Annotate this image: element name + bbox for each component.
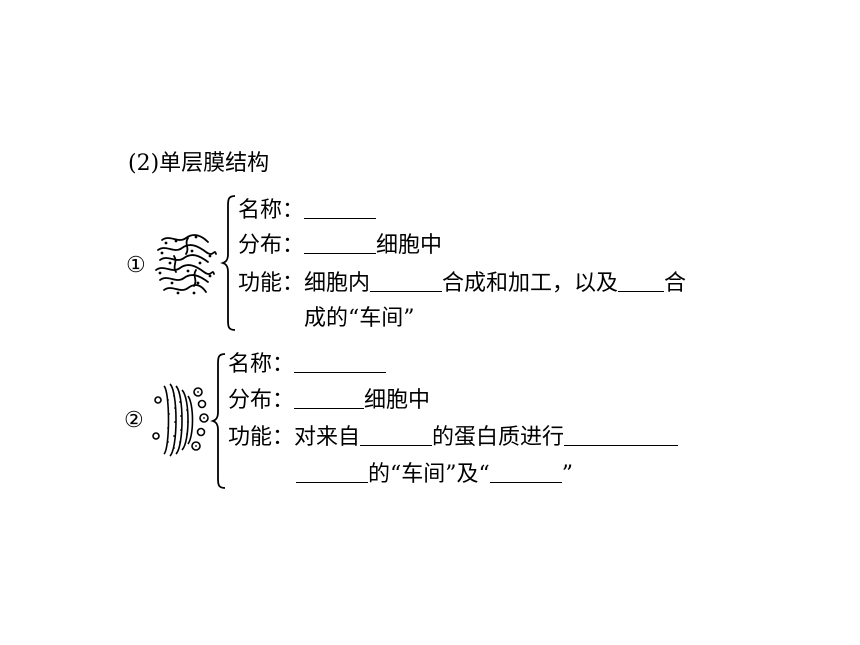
item-1-function-text-a: 细胞内 — [304, 271, 371, 296]
item-2-function-blank-3[interactable] — [296, 462, 368, 483]
item-1-brace — [220, 195, 236, 331]
item-2-function-blank-4[interactable] — [489, 462, 562, 483]
item-1-function-blank-1[interactable] — [370, 271, 443, 292]
item-1-name-blank[interactable] — [304, 198, 377, 219]
item-1-function-blank-2[interactable] — [618, 271, 665, 292]
item-1-function-label: 功能： — [238, 271, 305, 296]
item-1-function-continuation: 成的“车间” — [304, 306, 415, 331]
item-1-function-text-c: 合 — [664, 271, 687, 296]
item-2-function-label: 功能： — [228, 425, 295, 450]
item-1-number: ① — [126, 253, 146, 278]
item-2-function-blank-1[interactable] — [360, 425, 433, 446]
section-title: (2)单层膜结构 — [128, 151, 270, 176]
item-2-function-text-a: 对来自 — [294, 425, 361, 450]
item-2-function-row: 功能：对来自 的蛋白质进行 — [228, 425, 679, 451]
item-2-function-blank-2[interactable] — [564, 425, 679, 446]
item-2-distribution-suffix: 细胞中 — [364, 388, 431, 413]
item-2-name-row: 名称： — [228, 352, 387, 378]
item-2-brace — [210, 353, 226, 489]
item-2-function-text-d: ” — [561, 462, 573, 487]
item-2-function-continuation: 的“车间”及“ ” — [296, 462, 573, 488]
item-2-distribution-row: 分布： 细胞中 — [228, 388, 430, 414]
item-2-function-text-c: 的“车间”及“ — [368, 462, 490, 487]
item-2-name-label: 名称： — [228, 352, 295, 377]
item-1-distribution-blank[interactable] — [304, 233, 377, 254]
endoplasmic-reticulum-icon — [155, 234, 217, 295]
item-1-distribution-suffix: 细胞中 — [376, 233, 443, 258]
item-2-function-text-b: 的蛋白质进行 — [432, 425, 565, 450]
item-2-name-blank[interactable] — [294, 352, 387, 373]
item-2-number: ② — [124, 408, 144, 433]
item-1-distribution-label: 分布： — [238, 233, 305, 258]
item-2-distribution-blank[interactable] — [294, 388, 365, 409]
item-2-distribution-label: 分布： — [228, 388, 295, 413]
item-1-name-row: 名称： — [238, 198, 377, 224]
item-1-function-text-b: 合成和加工，以及 — [442, 271, 619, 296]
golgi-apparatus-icon — [152, 383, 209, 457]
item-1-name-label: 名称： — [238, 198, 305, 223]
item-1-distribution-row: 分布： 细胞中 — [238, 233, 442, 259]
item-1-function-row: 功能：细胞内 合成和加工，以及 合 — [238, 271, 686, 297]
